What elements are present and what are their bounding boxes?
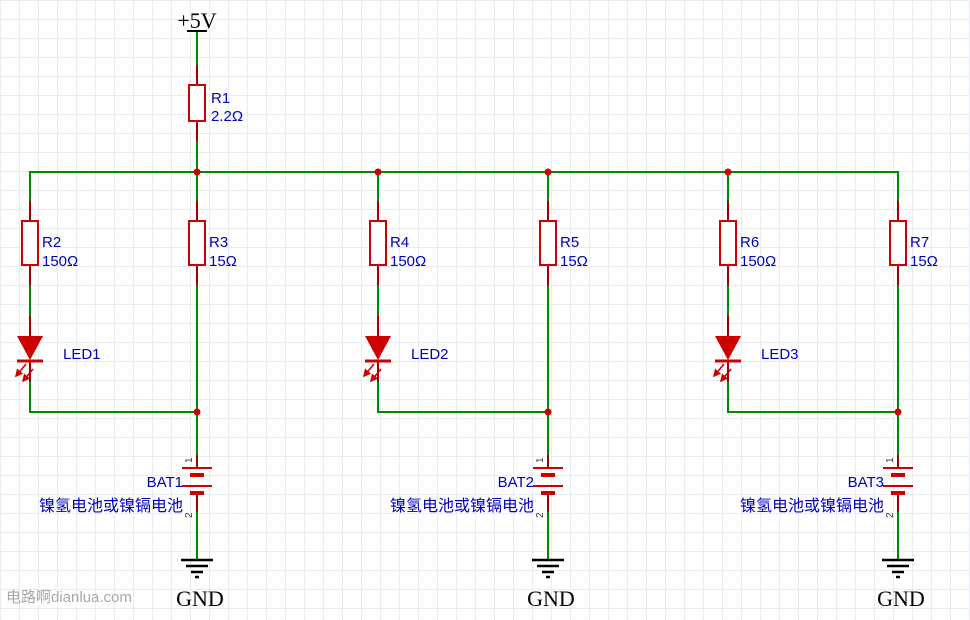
resistor-body [21,220,39,266]
junction-dot [894,408,902,416]
led-emission-arrow [21,368,34,383]
battery-ref: BAT1 [147,474,183,491]
led-emission-arrow [369,368,382,383]
led-ref: LED2 [411,346,449,363]
led-ref: LED1 [63,346,101,363]
resistor-body [188,220,206,266]
resistor-value: 15Ω [560,253,588,270]
power-flag-5v: +5V [177,8,216,33]
ground-net-label: GND [176,586,224,611]
resistor-value: 15Ω [209,253,237,270]
resistor-R2: R2 150Ω [21,201,78,285]
resistor-body [369,220,387,266]
led-triangle [17,336,43,360]
junction-dots [193,168,902,416]
resistor-R6: R6 150Ω [719,201,776,285]
resistor-R1: R1 2.2Ω [188,65,243,141]
battery-BAT1: 1 2 BAT1 镍氢电池或镍镉电池 [39,455,212,518]
led-emission-arrow [719,368,732,383]
resistor-ref: R1 [211,90,230,107]
resistor-ref: R4 [390,234,409,251]
wire-segment [727,382,898,413]
resistor-body [188,84,206,122]
junction-dot [193,168,201,176]
led-LED1: LED1 [14,316,101,383]
power-net-label: +5V [177,8,216,33]
resistor-value: 2.2Ω [211,108,243,125]
junction-dot [544,168,552,176]
junction-dot [724,168,732,176]
resistor-body [889,220,907,266]
junction-dot [374,168,382,176]
led-ref: LED3 [761,346,799,363]
battery-BAT2: 1 2 BAT2 镍氢电池或镍镉电池 [390,455,563,518]
led-triangle [715,336,741,360]
led-triangle [365,336,391,360]
wire-segment [377,382,548,413]
battery-pin-number: 2 [535,512,546,518]
ground-net-label: GND [527,586,575,611]
resistor-value: 150Ω [42,253,78,270]
battery-description: 镍氢电池或镍镉电池 [390,497,534,515]
resistor-R5: R5 15Ω [539,201,588,285]
ground-symbol-2: GND [527,558,575,611]
ground-symbol-1: GND [176,558,224,611]
resistor-ref: R7 [910,234,929,251]
battery-description: 镍氢电池或镍镉电池 [39,497,183,515]
resistor-R3: R3 15Ω [188,201,237,285]
resistor-ref: R6 [740,234,759,251]
led-emission-arrow [14,363,27,378]
led-LED3: LED3 [712,316,799,383]
resistor-ref: R5 [560,234,579,251]
resistor-value: 15Ω [910,253,938,270]
resistor-ref: R2 [42,234,61,251]
battery-ref: BAT2 [498,474,534,491]
led-emission-arrow [362,363,375,378]
led-emission-arrow [712,363,725,378]
resistor-body [539,220,557,266]
battery-pin-number: 1 [184,457,195,463]
resistor-value: 150Ω [740,253,776,270]
watermark: 电路啊dianlua.com [6,589,132,606]
battery-pin-number: 2 [885,512,896,518]
battery-pin-number: 1 [535,457,546,463]
wire-segment [29,382,197,413]
junction-dot [544,408,552,416]
wire-net [29,31,899,560]
battery-description: 镍氢电池或镍镉电池 [740,497,884,515]
led-LED2: LED2 [362,316,449,383]
resistor-value: 150Ω [390,253,426,270]
resistor-R4: R4 150Ω [369,201,426,285]
battery-pin-number: 2 [184,512,195,518]
battery-BAT3: 1 2 BAT3 镍氢电池或镍镉电池 [740,455,913,518]
ground-net-label: GND [877,586,925,611]
ground-symbol-3: GND [877,558,925,611]
wire-segment [29,171,899,201]
junction-dot [193,408,201,416]
resistor-R7: R7 15Ω [889,201,938,285]
battery-pin-number: 1 [885,457,896,463]
resistor-ref: R3 [209,234,228,251]
battery-ref: BAT3 [848,474,884,491]
resistor-body [719,220,737,266]
